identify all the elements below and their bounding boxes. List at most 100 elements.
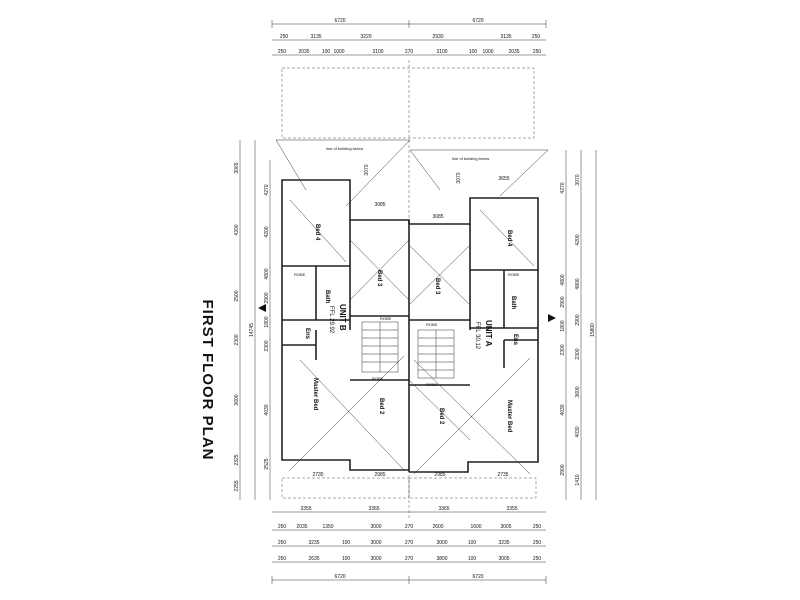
left-dim: 2255 xyxy=(234,480,240,491)
right-dim: 2900 xyxy=(575,314,581,325)
left-dim: 4270 xyxy=(264,184,270,195)
bottom-dim-total-a: 6720 xyxy=(472,574,483,580)
room-label-b-master: Master Bed xyxy=(312,378,318,411)
room-label-a-bath: Bath xyxy=(510,296,516,310)
unit-a-name: UNIT A xyxy=(484,320,493,347)
left-dim-total: 14745 xyxy=(249,323,255,337)
right-dim: 3070 xyxy=(575,174,581,185)
right-dim: 2900 xyxy=(560,464,566,475)
left-dim: 4200 xyxy=(234,224,240,235)
right-dim: 2900 xyxy=(560,296,566,307)
bottom-dim: 250 xyxy=(278,556,287,562)
bottom-dim: 3355 xyxy=(506,506,517,512)
right-dim: 4800 xyxy=(560,274,566,285)
bottom-dim: 250 xyxy=(533,540,542,546)
bottom-dim: 3005 xyxy=(498,556,509,562)
room-label-b-ens: Ens xyxy=(304,328,310,340)
top-dim: 3135 xyxy=(500,34,511,40)
top-dim: 250 xyxy=(532,34,541,40)
bottom-dim-total-b: 6720 xyxy=(334,574,345,580)
bottom-dim: 2035 xyxy=(296,524,307,530)
bottom-dim: 270 xyxy=(405,524,414,530)
room-label-a-ens: Ens xyxy=(512,334,518,346)
left-dim: 2300 xyxy=(264,340,270,351)
plan-title: FIRST FLOOR PLAN xyxy=(199,300,216,461)
bottom-dim: 3000 xyxy=(436,540,447,546)
inner-dimensions: 3085 3085 3655 3070 3070 2735 2985 2985 … xyxy=(312,164,509,478)
right-dim-total: 15800 xyxy=(590,323,596,337)
section-marker-right xyxy=(548,314,556,322)
roof-lines xyxy=(275,139,549,475)
section-marker-left xyxy=(258,304,266,312)
robe-label: ROBE xyxy=(380,316,392,321)
top-dim: 100 xyxy=(469,49,478,55)
right-dim: 1800 xyxy=(560,320,566,331)
top-dim: 3100 xyxy=(372,49,383,55)
bottom-dim: 270 xyxy=(405,540,414,546)
left-dim: 2900 xyxy=(264,292,270,303)
top-dim: 1000 xyxy=(333,49,344,55)
room-labels: Bed 4 Bed 3 Bath Ens Master Bed Bed 2 Be… xyxy=(294,146,520,433)
inner-dim: 3085 xyxy=(374,202,385,208)
inner-dim: 3655 xyxy=(498,176,509,182)
left-dim: 3600 xyxy=(234,394,240,405)
inner-dim: 3085 xyxy=(432,214,443,220)
top-dim: 250 xyxy=(278,49,287,55)
bottom-dim: 100 xyxy=(468,540,477,546)
unit-b-name: UNIT B xyxy=(338,304,347,331)
left-dim: 1800 xyxy=(264,316,270,327)
bottom-dim: 3000 xyxy=(370,540,381,546)
inner-dim: 2985 xyxy=(434,472,445,478)
top-dim: 100 xyxy=(322,49,331,55)
bottom-dim: 250 xyxy=(533,556,542,562)
room-label-a-bed2: Bed 2 xyxy=(438,408,444,425)
top-dim: 2035 xyxy=(508,49,519,55)
bottom-dim: 3000 xyxy=(370,556,381,562)
bottom-dim: 2635 xyxy=(308,556,319,562)
left-dim: 3065 xyxy=(234,162,240,173)
right-dim: 4030 xyxy=(575,426,581,437)
bottom-dim: 3365 xyxy=(438,506,449,512)
top-dim: 2035 xyxy=(298,49,309,55)
bottom-dim: 100 xyxy=(342,556,351,562)
top-dimensions: 6720 6720 250 3135 3220 2930 3135 250 25… xyxy=(271,18,547,56)
right-dim: 4200 xyxy=(575,234,581,245)
bottom-dim: 270 xyxy=(405,556,414,562)
left-dim: 2300 xyxy=(234,334,240,345)
left-dim: 4030 xyxy=(264,404,270,415)
line-of-building-label-a: line of building below xyxy=(452,156,489,161)
right-dim: 3600 xyxy=(575,386,581,397)
bottom-dim: 100 xyxy=(468,556,477,562)
room-label-a-bed4: Bed 4 xyxy=(506,230,512,247)
room-label-a-bed3: Bed 3 xyxy=(434,278,440,295)
right-dim: 4270 xyxy=(560,182,566,193)
top-dim: 270 xyxy=(405,49,414,55)
bottom-dim: 3365 xyxy=(368,506,379,512)
top-dim: 3135 xyxy=(310,34,321,40)
left-dim: 2500 xyxy=(234,290,240,301)
left-dimensions: 3065 4200 2500 2300 3600 2325 2255 14745… xyxy=(234,140,271,500)
top-dim: 250 xyxy=(533,49,542,55)
bottom-dim: 250 xyxy=(278,540,287,546)
bottom-dim: 1350 xyxy=(322,524,333,530)
bottom-dim: 3235 xyxy=(498,540,509,546)
bottom-dim: 3355 xyxy=(300,506,311,512)
inner-dim: 3070 xyxy=(364,164,370,175)
bottom-dim: 3000 xyxy=(370,524,381,530)
right-dim: 4030 xyxy=(560,404,566,415)
left-dim: 2325 xyxy=(234,454,240,465)
robe-label: ROBE xyxy=(294,272,306,277)
unit-a-area: FFL 30.12 xyxy=(474,322,480,350)
bottom-dim: 3800 xyxy=(436,556,447,562)
inner-dim: 3070 xyxy=(456,172,462,183)
stair-b xyxy=(361,321,399,373)
inner-dim: 2985 xyxy=(374,472,385,478)
room-label-b-bed3: Bed 3 xyxy=(376,270,382,287)
bottom-dim: 3235 xyxy=(308,540,319,546)
robe-label: ROBE xyxy=(426,382,438,387)
top-dim-total-a: 6720 xyxy=(472,18,483,24)
room-label-a-master: Master Bed xyxy=(506,400,512,433)
robe-label: ROBE xyxy=(508,272,520,277)
unit-b-area: FFL 29.92 xyxy=(328,306,334,334)
inner-dim: 2735 xyxy=(312,472,323,478)
